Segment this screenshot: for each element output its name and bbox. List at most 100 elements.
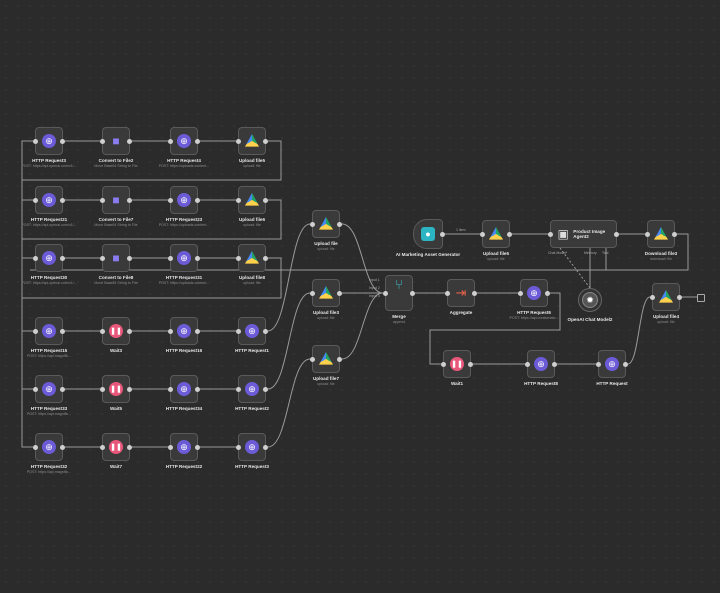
input-port[interactable] <box>33 255 38 261</box>
input-port[interactable] <box>236 328 241 334</box>
input-port[interactable] <box>100 328 105 334</box>
node-http-request6[interactable]: ⊕ <box>518 279 550 307</box>
output-port[interactable] <box>545 290 550 296</box>
input-port[interactable] <box>310 290 315 296</box>
input-port[interactable] <box>100 255 105 261</box>
input-port[interactable] <box>310 221 315 227</box>
output-port[interactable] <box>195 328 200 334</box>
input-port[interactable] <box>236 197 241 203</box>
output-port[interactable] <box>472 290 477 296</box>
node-http-request3[interactable]: ⊕ <box>236 433 268 461</box>
output-port[interactable] <box>195 197 200 203</box>
node-upload-file4[interactable] <box>650 283 682 311</box>
node-http-request23[interactable]: ⊕ <box>168 186 200 214</box>
node-http-request16[interactable]: ⊕ <box>168 317 200 345</box>
node-ai-marketing-asset-generator[interactable]: ● <box>413 219 445 249</box>
node-openai-chat-model2[interactable]: ✹ <box>578 288 602 312</box>
output-port[interactable] <box>672 231 677 237</box>
input-port[interactable] <box>168 386 173 392</box>
output-port[interactable] <box>263 255 268 261</box>
output-port[interactable] <box>127 328 132 334</box>
input-port[interactable] <box>168 328 173 334</box>
input-port[interactable] <box>168 255 173 261</box>
output-port[interactable] <box>337 290 342 296</box>
output-port[interactable] <box>127 197 132 203</box>
input-port[interactable] <box>650 294 655 300</box>
output-port[interactable] <box>263 197 268 203</box>
node-upload-file6[interactable] <box>236 186 268 214</box>
node-product-image-agent[interactable]: ▣ Product Image Agent2 <box>548 220 619 248</box>
output-port[interactable] <box>337 221 342 227</box>
node-upload-file5[interactable] <box>236 127 268 155</box>
node-http-request8[interactable]: ⊕ <box>525 350 557 378</box>
node-http-request4[interactable]: ⊕ <box>168 127 200 155</box>
node-http-request2[interactable]: ⊕ <box>236 375 268 403</box>
node-http-request3[interactable]: ⊕ <box>33 127 65 155</box>
node-http-request22[interactable]: ⊕ <box>168 433 200 461</box>
output-port[interactable] <box>552 361 557 367</box>
node-wait1[interactable]: ❚❚ <box>441 350 473 378</box>
node-wait3[interactable]: ❚❚ <box>100 317 132 345</box>
output-port[interactable] <box>263 444 268 450</box>
output-port[interactable] <box>677 294 682 300</box>
input-port[interactable] <box>383 290 388 296</box>
input-port[interactable] <box>33 444 38 450</box>
node-http-request30[interactable]: ⊕ <box>33 244 65 272</box>
output-port[interactable] <box>195 138 200 144</box>
output-port[interactable] <box>507 231 512 237</box>
input-port[interactable] <box>480 231 485 237</box>
output-port[interactable] <box>60 328 65 334</box>
input-port[interactable] <box>445 290 450 296</box>
output-port[interactable] <box>60 386 65 392</box>
output-port[interactable] <box>127 444 132 450</box>
output-port[interactable] <box>195 444 200 450</box>
input-port[interactable] <box>100 444 105 450</box>
node-upload-file7[interactable] <box>310 345 342 373</box>
node-http-request33[interactable]: ⊕ <box>33 375 65 403</box>
output-port[interactable] <box>263 328 268 334</box>
output-port[interactable] <box>127 138 132 144</box>
output-port[interactable] <box>195 255 200 261</box>
output-port[interactable] <box>440 231 445 237</box>
input-port[interactable] <box>236 255 241 261</box>
input-port[interactable] <box>168 444 173 450</box>
input-port[interactable] <box>33 138 38 144</box>
input-port[interactable] <box>168 138 173 144</box>
input-port[interactable] <box>33 328 38 334</box>
input-port[interactable] <box>100 386 105 392</box>
node-http-request34[interactable]: ⊕ <box>168 375 200 403</box>
node-convert-to-file7[interactable]: ■ <box>100 186 132 214</box>
node-http-request15[interactable]: ⊕ <box>33 317 65 345</box>
node-upload-file3[interactable] <box>310 279 342 307</box>
node-http-request31[interactable]: ⊕ <box>168 244 200 272</box>
input-port[interactable] <box>236 444 241 450</box>
output-port[interactable] <box>468 361 473 367</box>
output-port[interactable] <box>410 290 415 296</box>
input-port[interactable] <box>236 138 241 144</box>
input-port[interactable] <box>100 138 105 144</box>
output-port[interactable] <box>60 138 65 144</box>
node-convert-to-file8[interactable]: ■ <box>100 244 132 272</box>
output-port[interactable] <box>263 138 268 144</box>
node-upload-file5[interactable] <box>480 220 512 248</box>
input-port[interactable] <box>548 231 553 237</box>
input-port[interactable] <box>33 197 38 203</box>
input-port[interactable] <box>441 361 446 367</box>
node-wait5[interactable]: ❚❚ <box>100 375 132 403</box>
output-port[interactable] <box>263 386 268 392</box>
output-port[interactable] <box>614 231 619 237</box>
input-port[interactable] <box>596 361 601 367</box>
node-http-request[interactable]: ⊕ <box>596 350 628 378</box>
node-upload-file[interactable] <box>310 210 342 238</box>
input-port[interactable] <box>33 386 38 392</box>
input-port[interactable] <box>236 386 241 392</box>
input-port[interactable] <box>310 356 315 362</box>
output-port[interactable] <box>337 356 342 362</box>
node-wait7[interactable]: ❚❚ <box>100 433 132 461</box>
output-port[interactable] <box>127 386 132 392</box>
input-port[interactable] <box>518 290 523 296</box>
node-merge[interactable]: ⑂ <box>383 275 415 311</box>
output-port[interactable] <box>195 386 200 392</box>
output-port[interactable] <box>60 255 65 261</box>
input-port[interactable] <box>645 231 650 237</box>
